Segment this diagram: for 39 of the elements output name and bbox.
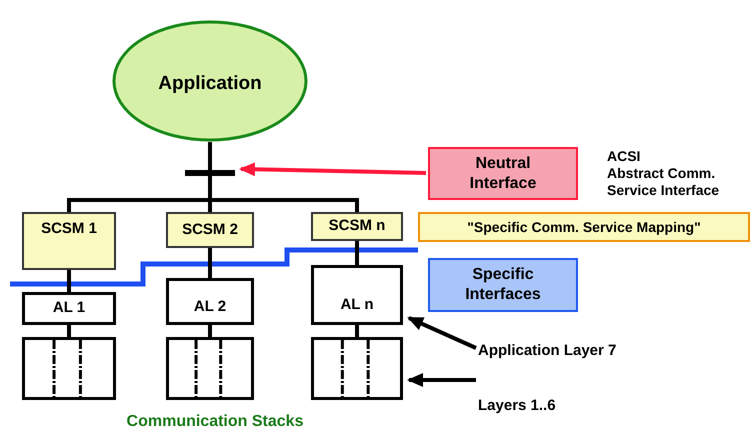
mapping-box	[418, 212, 750, 242]
layer-box	[166, 278, 254, 325]
mapping-box	[22, 212, 116, 270]
connector-line	[208, 248, 212, 278]
connector-line	[355, 241, 359, 265]
connector-line	[355, 325, 359, 337]
application-ellipse	[112, 20, 308, 142]
connector-line	[67, 325, 71, 337]
neutral-interface-box	[428, 147, 578, 200]
node-text: SCSM n	[328, 216, 386, 236]
interface-bar	[185, 170, 235, 176]
specific-interfaces-box	[428, 258, 578, 312]
acronym-text: ACSI	[607, 148, 640, 165]
node-text: AL 1	[52, 298, 86, 318]
mapping-box	[311, 212, 403, 241]
stack-box	[22, 337, 116, 400]
node-text: Specific Interfaces	[464, 265, 542, 305]
stack-box	[166, 337, 254, 400]
layer-box	[311, 265, 403, 325]
node-text: SCSM 1	[41, 219, 97, 239]
node-text: Application Layer 7	[478, 340, 616, 361]
node-text: SCSM 2	[182, 220, 238, 240]
node-text: Neutral Interface	[468, 154, 538, 194]
stack-box	[311, 337, 403, 400]
connector-line	[67, 270, 71, 292]
arrow	[407, 373, 476, 387]
node-text: Application	[158, 72, 262, 96]
arrow	[239, 162, 426, 176]
caption-text: Communication Stacks	[126, 412, 304, 432]
connector-line	[208, 142, 212, 170]
description-text: Abstract Comm. Service Interface	[607, 165, 720, 199]
node-text: AL 2	[194, 296, 226, 316]
mapping-box	[166, 212, 254, 248]
node-text: Layers 1..6	[478, 396, 556, 416]
arrow	[407, 316, 477, 350]
layer-box	[22, 292, 116, 325]
node-text: "Specific Comm. Service Mapping"	[467, 218, 701, 237]
node-text: AL n	[340, 294, 374, 314]
connector-line	[208, 325, 212, 337]
